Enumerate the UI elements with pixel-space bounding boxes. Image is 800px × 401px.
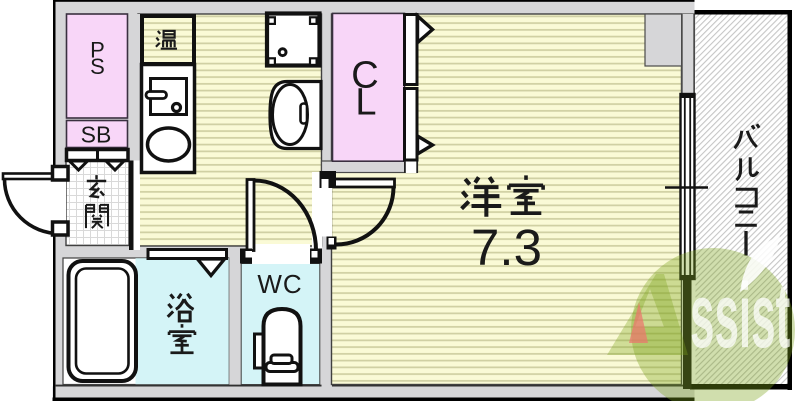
svg-text:WC: WC xyxy=(257,269,302,299)
svg-text:L: L xyxy=(355,81,376,123)
svg-text:P: P xyxy=(90,38,105,63)
svg-text:C: C xyxy=(351,54,378,96)
svg-text:S: S xyxy=(90,54,105,79)
svg-text:SB: SB xyxy=(81,121,112,147)
svg-text:7.3: 7.3 xyxy=(471,219,542,276)
svg-text:ssist: ssist xyxy=(690,265,790,367)
